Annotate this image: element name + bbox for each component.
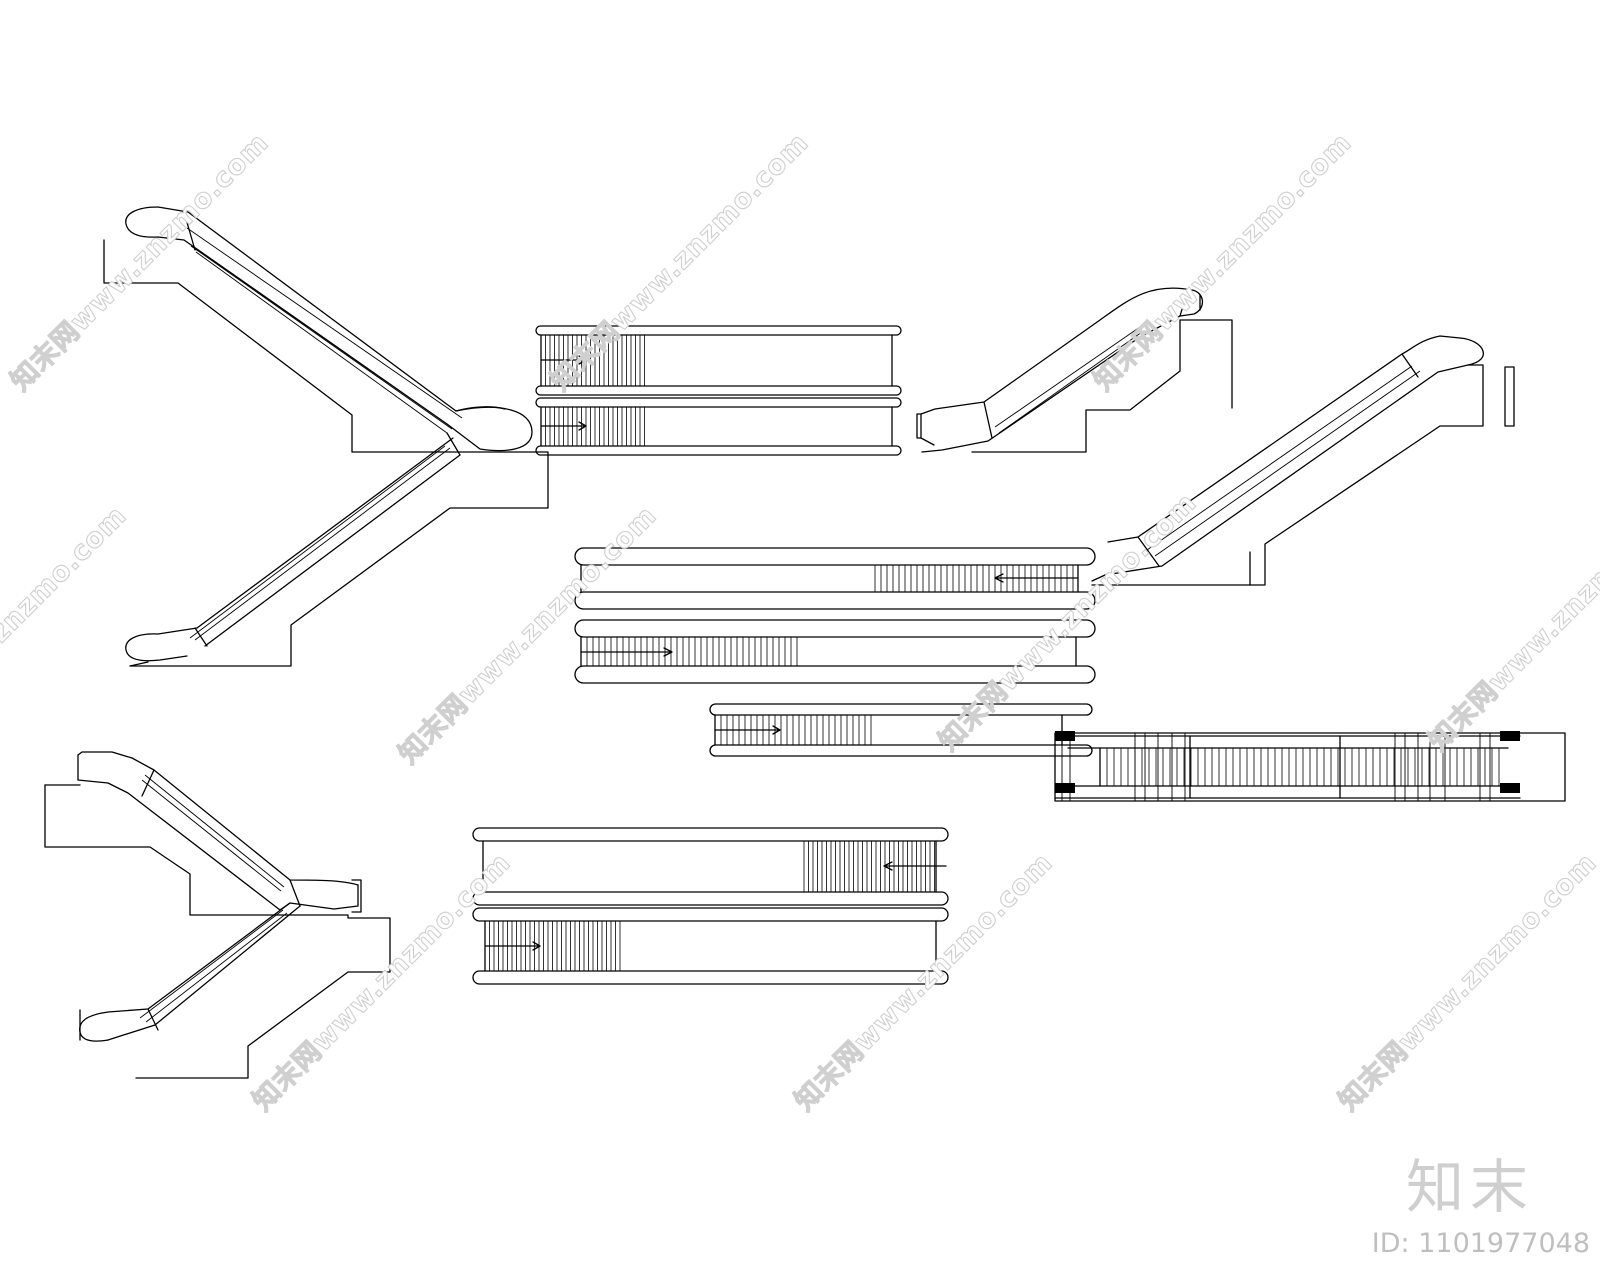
escalator-plan-double-middle (574, 547, 1096, 684)
brand-logo: 知末 (1405, 1153, 1534, 1221)
comb-plate (1055, 783, 1075, 793)
direction-arrow (883, 861, 947, 871)
watermark-text: 知末网www.znzmo.com (247, 847, 517, 1117)
escalator-elevation-single-top-right (916, 287, 1233, 453)
step-hatch (1099, 748, 1500, 786)
direction-arrow (540, 355, 587, 365)
structural-ticks (1061, 733, 1491, 801)
image-id-label: ID: 1101977048 (1371, 1228, 1590, 1259)
watermark-text: 知末网www.znzmo.com (545, 127, 815, 397)
watermark-text: 知末网www.znzmo.com (5, 127, 275, 397)
escalator-elevation-double-bottom-left (44, 751, 391, 1079)
direction-arrow (540, 421, 587, 431)
escalator-plan-double-bottom (472, 827, 949, 985)
watermark-layer: 知末网www.znzmo.com 知末网www.znzmo.com 知末网www… (0, 127, 1600, 1118)
direction-arrow (484, 941, 541, 951)
watermark-text: 知末网www.znzmo.com (1333, 847, 1600, 1117)
escalator-elevation-long-right (1091, 335, 1515, 586)
watermark-text: 知末网www.znzmo.com (0, 500, 133, 770)
direction-arrow (580, 647, 673, 657)
step-hatch-lower (580, 637, 798, 666)
comb-plate (1500, 731, 1520, 741)
watermark-text: 知末网www.znzmo.com (1423, 487, 1600, 757)
comb-plate (1055, 731, 1075, 741)
escalator-plan-detailed-right (1054, 731, 1566, 802)
direction-arrow (714, 725, 781, 735)
watermark-text: 知末网www.znzmo.com (933, 487, 1203, 757)
escalator-plan-double-top (535, 325, 902, 456)
watermark-text: 知末网www.znzmo.com (393, 500, 663, 770)
escalator-plan-single-small (709, 703, 1093, 757)
step-hatch-upper (874, 565, 1074, 592)
watermark-text: 知末网www.znzmo.com (789, 847, 1059, 1117)
direction-arrow (994, 573, 1079, 583)
comb-plate (1500, 783, 1520, 793)
step-hatch (714, 715, 872, 745)
escalator-elevation-double-top-left (103, 206, 549, 667)
watermark-text: 知末网www.znzmo.com (1088, 127, 1358, 397)
